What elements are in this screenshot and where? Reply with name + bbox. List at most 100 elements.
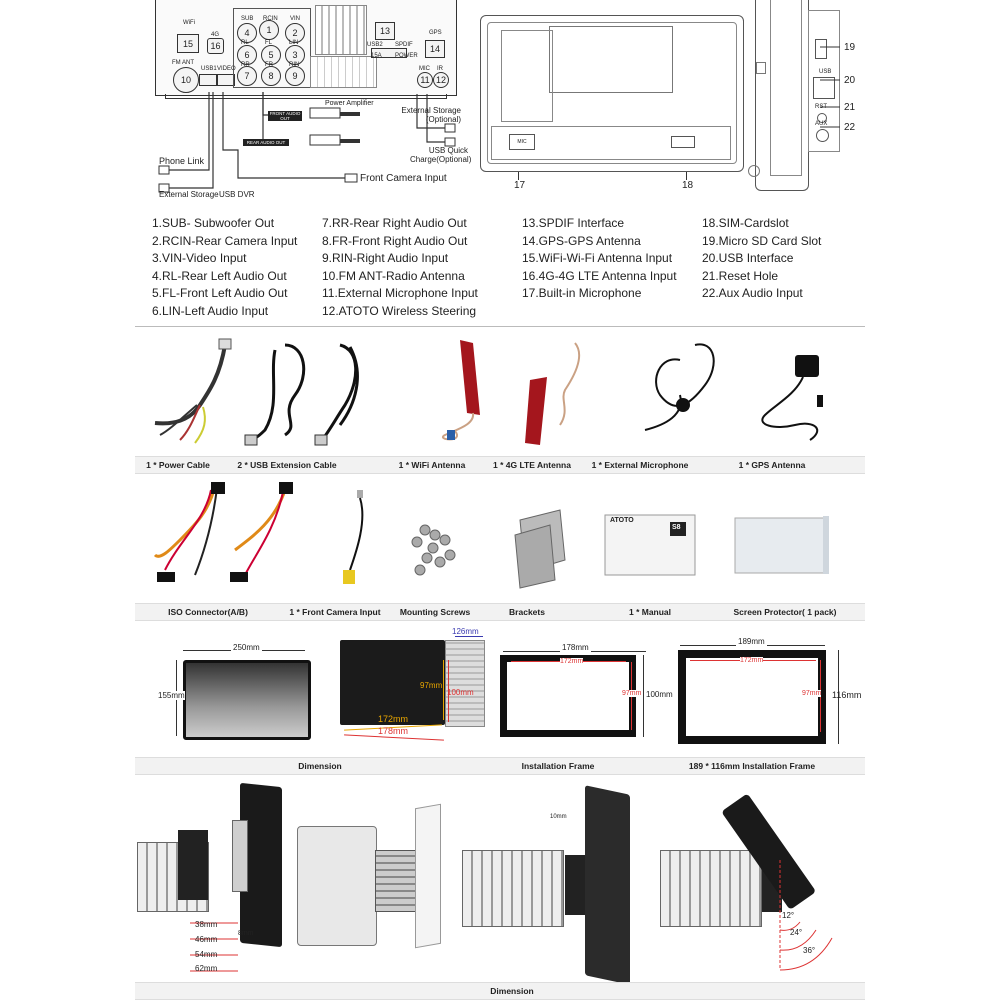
port-6: 6 [237, 45, 257, 65]
caption-mounting-screws: Mounting Screws [399, 607, 471, 617]
depth-54: 54mm [195, 950, 218, 959]
manual-brand: ATOTO [610, 517, 634, 524]
legend-item: 11.External Microphone Input [322, 286, 478, 300]
body-height: 97mm [420, 681, 443, 690]
angle-12: 12° [782, 911, 795, 920]
mic-port-label: MIC [517, 139, 527, 145]
gps-antenna-image [761, 355, 823, 441]
side-callout-lines [820, 46, 840, 128]
frame1-outer-height: 100mm [646, 690, 673, 699]
fr-label: FR [265, 62, 273, 68]
legend-item: 16.4G-4G LTE Antenna Input [522, 268, 677, 283]
fmant-label: FM ANT [172, 60, 194, 66]
caption-front-camera-input: 1 * Front Camera Input [289, 607, 381, 617]
unit-front-view: MIC [480, 15, 744, 172]
offset-8mm: 8mm [238, 930, 254, 937]
legend-item: 20.USB Interface [702, 251, 794, 265]
callout-20: 20 [844, 75, 856, 86]
aux-label: AUX [815, 121, 828, 127]
legend-col-3: 13.SPDIF Interface 14.GPS-GPS Antenna 15… [522, 215, 677, 303]
legend-item: 22.Aux Audio Input [702, 286, 803, 300]
audio-block [233, 8, 311, 88]
angle-24: 24° [790, 928, 803, 937]
mic-port: MIC [509, 134, 535, 150]
body-front [340, 640, 445, 725]
wiring-lines [158, 92, 456, 193]
usb-extension-cable-image [244, 343, 359, 446]
mic-label: MIC [419, 66, 430, 72]
port-12: 12 [433, 72, 449, 88]
ir-label: IR [437, 66, 443, 72]
front-camera-input-image [343, 490, 364, 584]
power-cable-image [154, 338, 232, 444]
frame2-outer-height: 116mm [832, 690, 862, 700]
screen-width: 250mm [231, 643, 262, 652]
gps-label: GPS [429, 30, 442, 36]
caption-brackets: Brackets [509, 607, 545, 617]
port-1: 1 [259, 20, 279, 40]
body-width: 172mm [378, 714, 409, 724]
legend-item: 8.FR-Front Right Audio Out [322, 233, 468, 248]
depth-lines [190, 922, 238, 972]
legend-col-4: 18.SIM-Cardslot 19.Micro SD Card Slot 20… [702, 215, 821, 303]
tilt-angle-arcs [779, 860, 833, 971]
legend-item: 3.VIN-Video Input [152, 251, 247, 265]
usb-dvr-label: USB DVR [219, 190, 255, 199]
frame2-inner-height: 97mm [802, 690, 822, 697]
port-10: 10 [173, 67, 199, 93]
port-16: 16 [207, 38, 224, 54]
sd-slot [815, 39, 827, 59]
usb1-label: USB1 [201, 66, 217, 72]
frame1-inner-height: 97mm [622, 690, 642, 697]
legend-item: 2.RCIN-Rear Camera Input [152, 233, 298, 248]
legend-item: 4.RL-Rear Left Audio Out [152, 268, 287, 283]
wifi-label: WiFi [183, 20, 195, 26]
legend-item: 10.FM ANT-Radio Antenna [322, 268, 465, 283]
usb-side-port [813, 77, 835, 99]
caption-4g-antenna: 1 * 4G LTE Antenna [493, 460, 571, 470]
port-4: 4 [237, 23, 257, 43]
legend-item: 18.SIM-Cardslot [702, 216, 789, 230]
mounting-screws-image [411, 524, 456, 576]
usb1-port [199, 74, 217, 86]
spdif-label: SPDIF [395, 42, 413, 48]
rin-label: RIN [289, 62, 300, 68]
port-9: 9 [285, 66, 305, 86]
wifi-antenna-image [441, 340, 480, 441]
front-camera-input-label: Front Camera Input [360, 173, 447, 184]
port-7: 7 [237, 66, 257, 86]
dimension-captions: Dimension Installation Frame 189 * 116mm… [135, 757, 865, 775]
legend-item: 21.Reset Hole [702, 268, 779, 283]
port-11: 11 [417, 72, 433, 88]
accessories-row-2-images [153, 482, 829, 589]
usb-quick-charge-label: USB Quick Charge(Optional) [410, 146, 472, 164]
port-3: 3 [285, 45, 305, 65]
sub-label: SUB [241, 16, 254, 22]
caption-screen-protector: Screen Protector( 1 pack) [733, 607, 837, 617]
rear-audio-out-tag: REAR AUDIO OUT [243, 139, 289, 146]
port-8: 8 [261, 66, 281, 86]
legend-col-1: 1.SUB- Subwoofer Out 2.RCIN-Rear Camera … [152, 215, 297, 320]
legend-item: 6.LIN-Left Audio Input [152, 303, 269, 318]
caption-gps-antenna: 1 * GPS Antenna [738, 460, 806, 470]
vin-label: VIN [290, 16, 301, 22]
depth-38: 38mm [195, 920, 218, 929]
frame1-inner-width: 172mm [560, 658, 584, 665]
frame2-outer-width: 189mm [736, 637, 767, 646]
angle-36: 36° [803, 946, 816, 955]
caption-power-cable: 1 * Power Cable [146, 460, 210, 470]
body-side [445, 640, 485, 727]
port-5: 5 [261, 45, 281, 65]
port-15: 15 [177, 34, 199, 53]
rear-panel-strip [165, 94, 447, 99]
screen-height: 155mm [158, 691, 185, 700]
external-microphone-image [644, 343, 715, 431]
unit-side-view [748, 0, 809, 191]
usb2-label: USB2 [367, 42, 383, 48]
accessories-row-1-images [154, 338, 823, 446]
rl-label: RL [241, 40, 249, 46]
power-label: POWER [395, 53, 418, 59]
caption-189-frame: 189 * 116mm Installation Frame [688, 761, 816, 771]
fl-label: FL [265, 40, 273, 46]
usb-side-label: USB [819, 69, 832, 75]
